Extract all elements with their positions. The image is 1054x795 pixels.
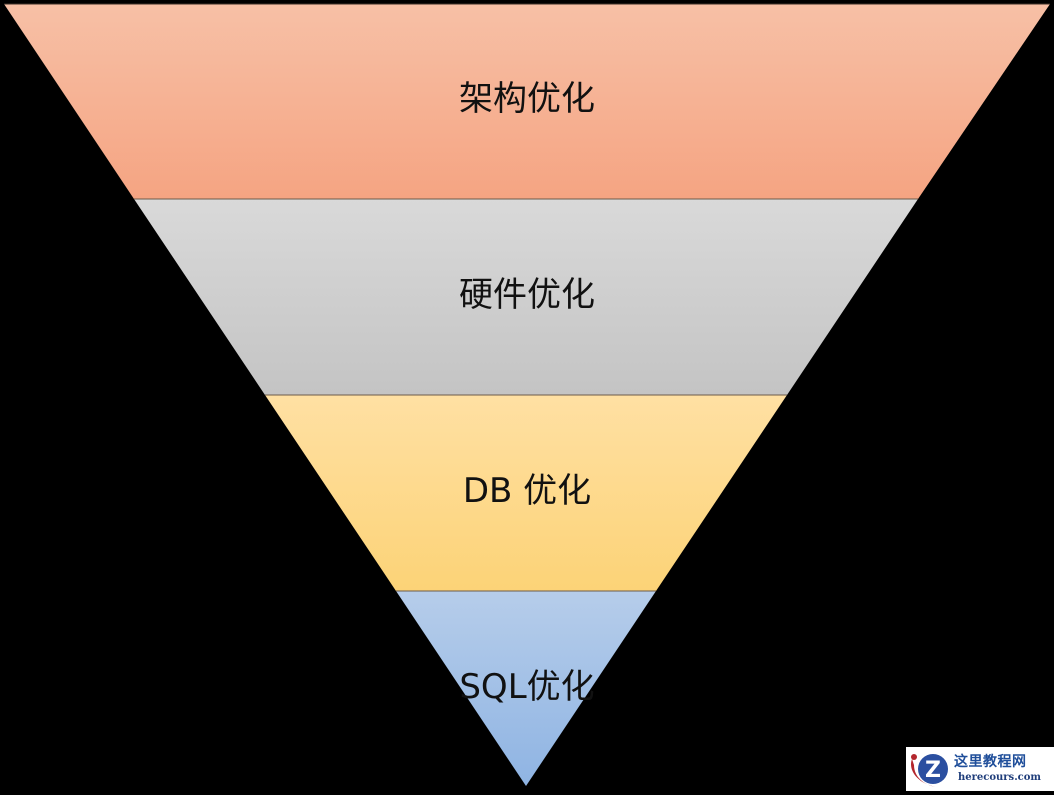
logo-letter: Z xyxy=(925,758,941,783)
level-2-band xyxy=(134,199,918,395)
level-4-label: SQL优化 xyxy=(459,667,595,707)
site-logo-icon: Z xyxy=(906,747,952,791)
level-2-label: 硬件优化 xyxy=(459,275,595,315)
watermark: Z 这里教程网 herecours.com xyxy=(906,747,1054,791)
level-3-band xyxy=(265,395,787,591)
watermark-domain: herecours.com xyxy=(958,772,1042,783)
level-3-label: DB 优化 xyxy=(462,471,592,511)
level-1-label: 架构优化 xyxy=(459,79,595,119)
level-4-band xyxy=(396,591,656,786)
level-1-band xyxy=(4,4,1050,199)
watermark-site-name: 这里教程网 xyxy=(954,754,1027,770)
